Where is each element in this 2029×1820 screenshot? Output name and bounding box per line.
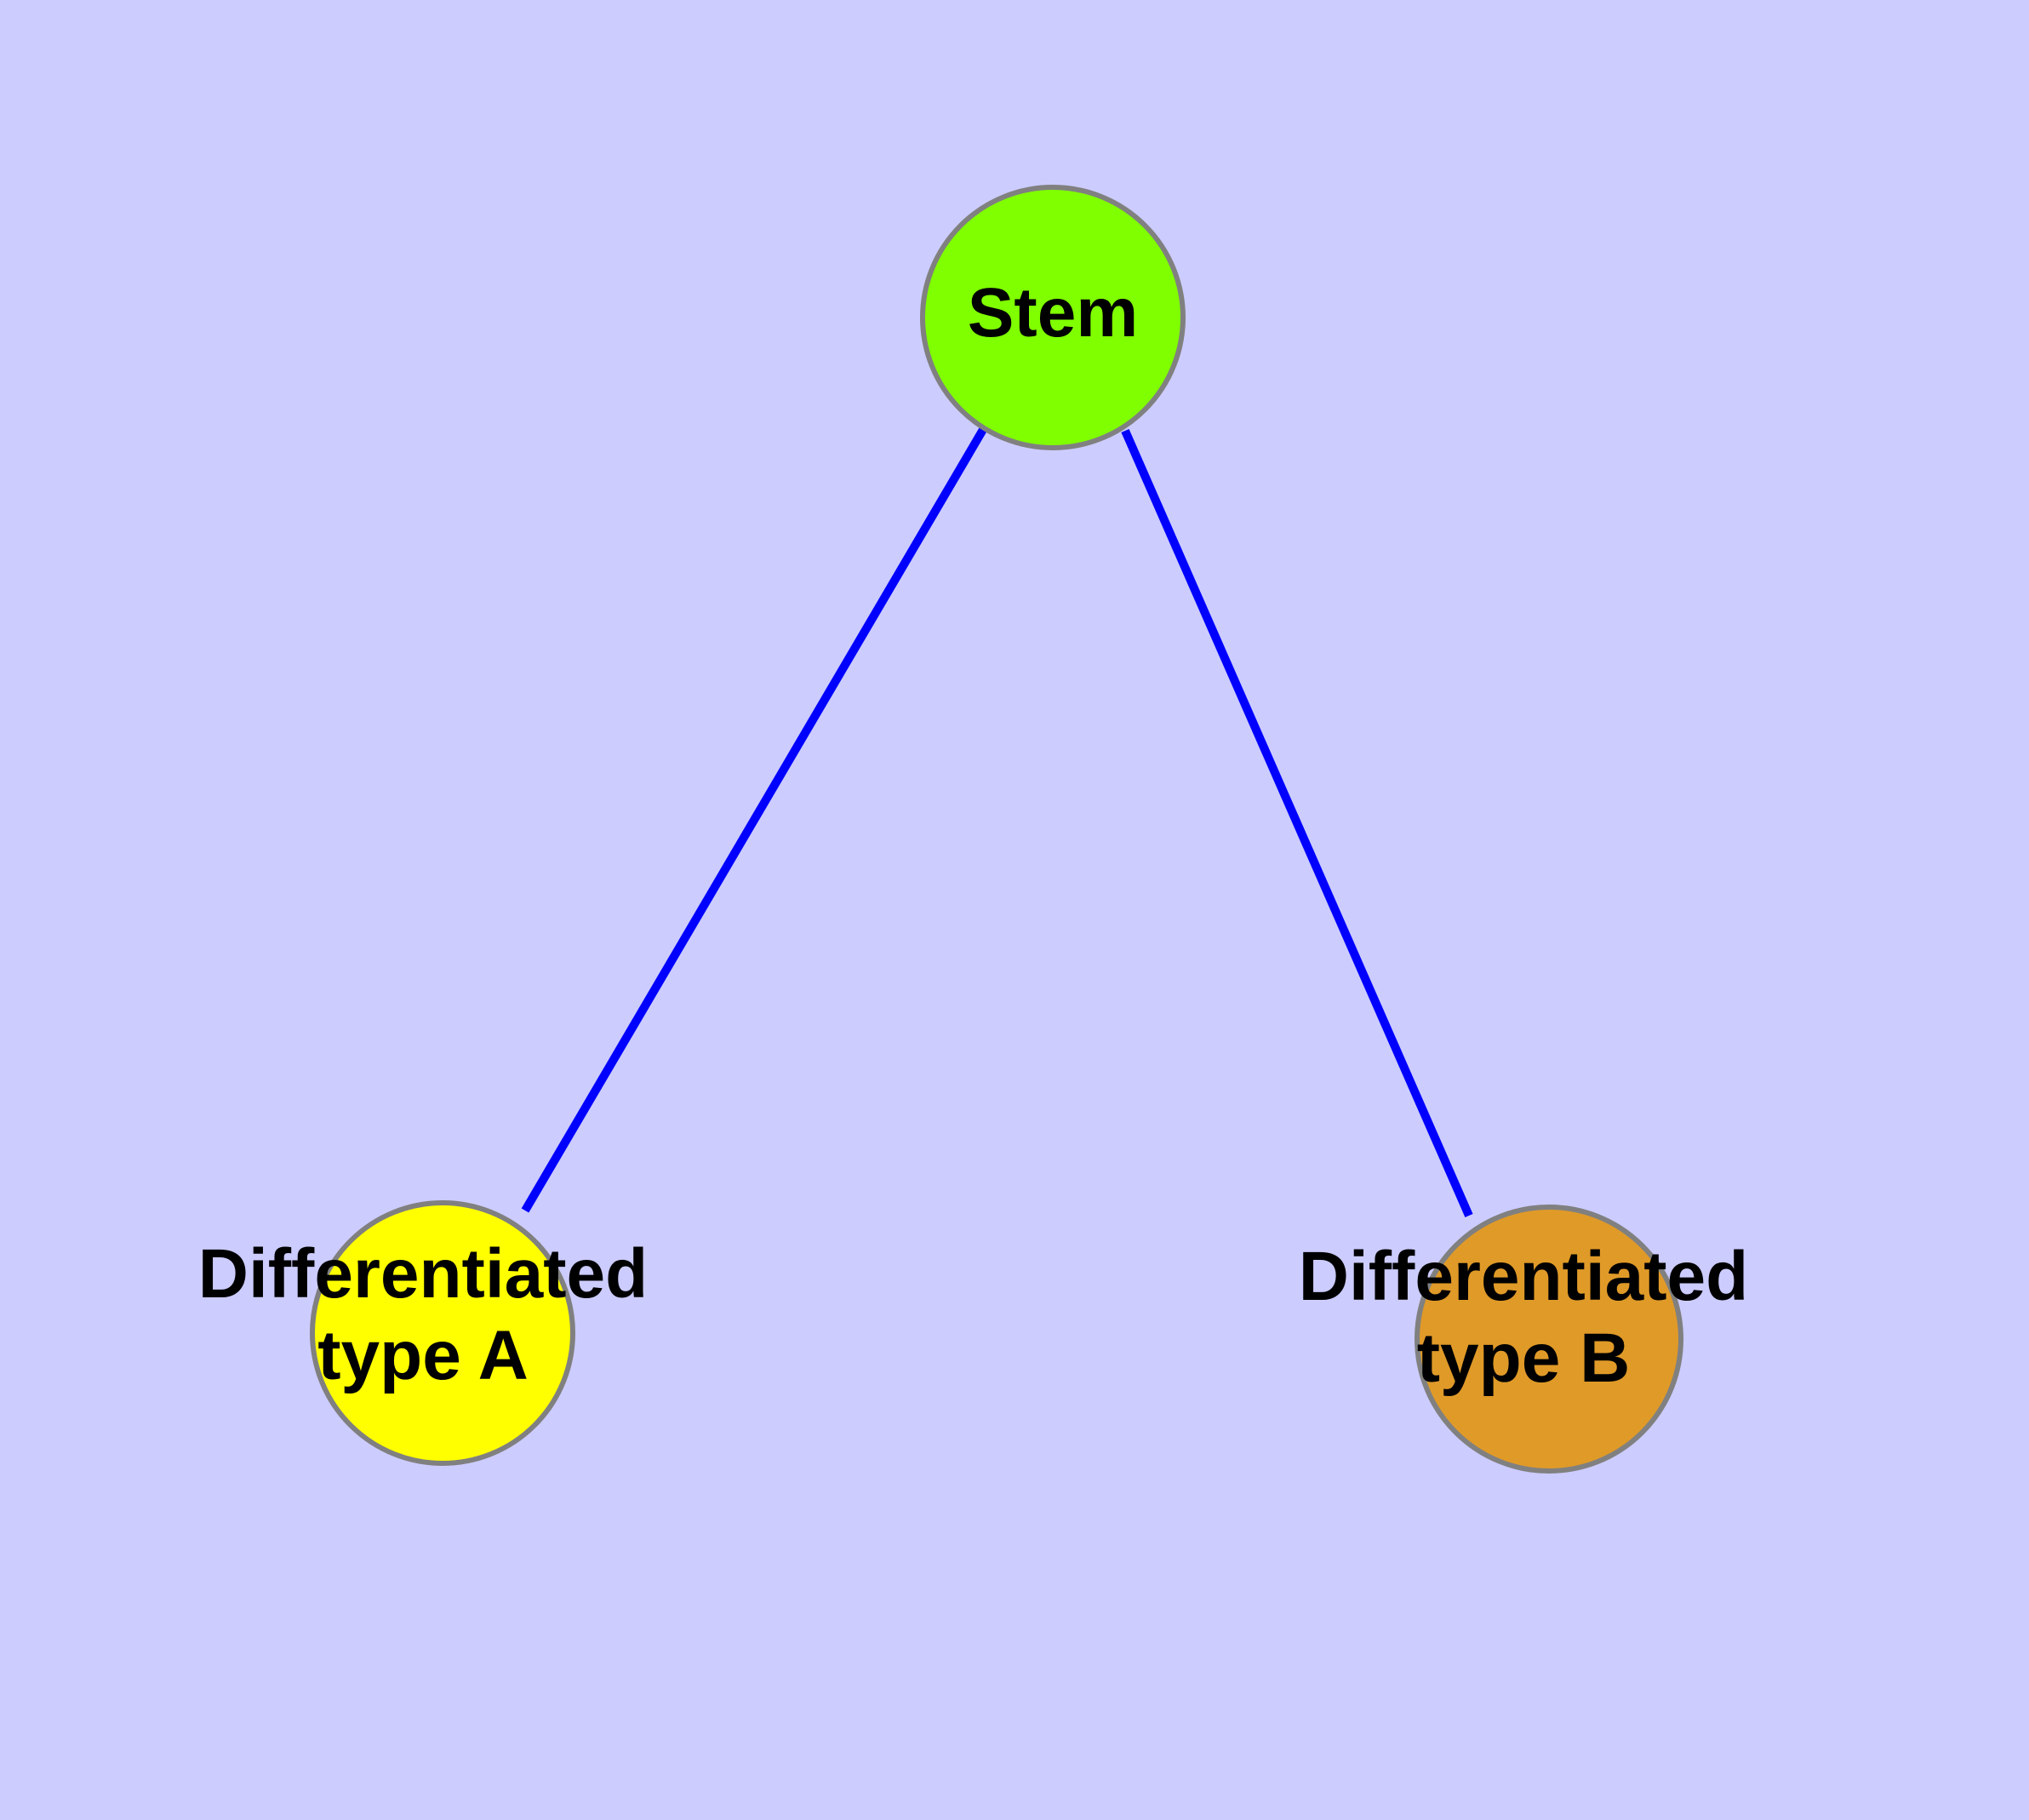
node-label-line: type A — [317, 1317, 529, 1394]
edge-layer — [521, 426, 1473, 1218]
node-label-line: Stem — [968, 274, 1139, 352]
node-label-line: Differentiated — [1299, 1238, 1749, 1315]
node-stem[interactable] — [920, 185, 1186, 450]
node-label-stem: Stem — [968, 274, 1139, 352]
node-label-line: type B — [1417, 1319, 1631, 1397]
edge-stem-diff-b[interactable] — [1121, 428, 1473, 1218]
node-label-line: Differentiated — [198, 1235, 649, 1313]
node-layer — [310, 185, 1683, 1474]
edge-stem-diff-a[interactable] — [521, 426, 988, 1213]
node-diff_a[interactable] — [310, 1200, 575, 1466]
node-diff_b[interactable] — [1415, 1205, 1683, 1474]
